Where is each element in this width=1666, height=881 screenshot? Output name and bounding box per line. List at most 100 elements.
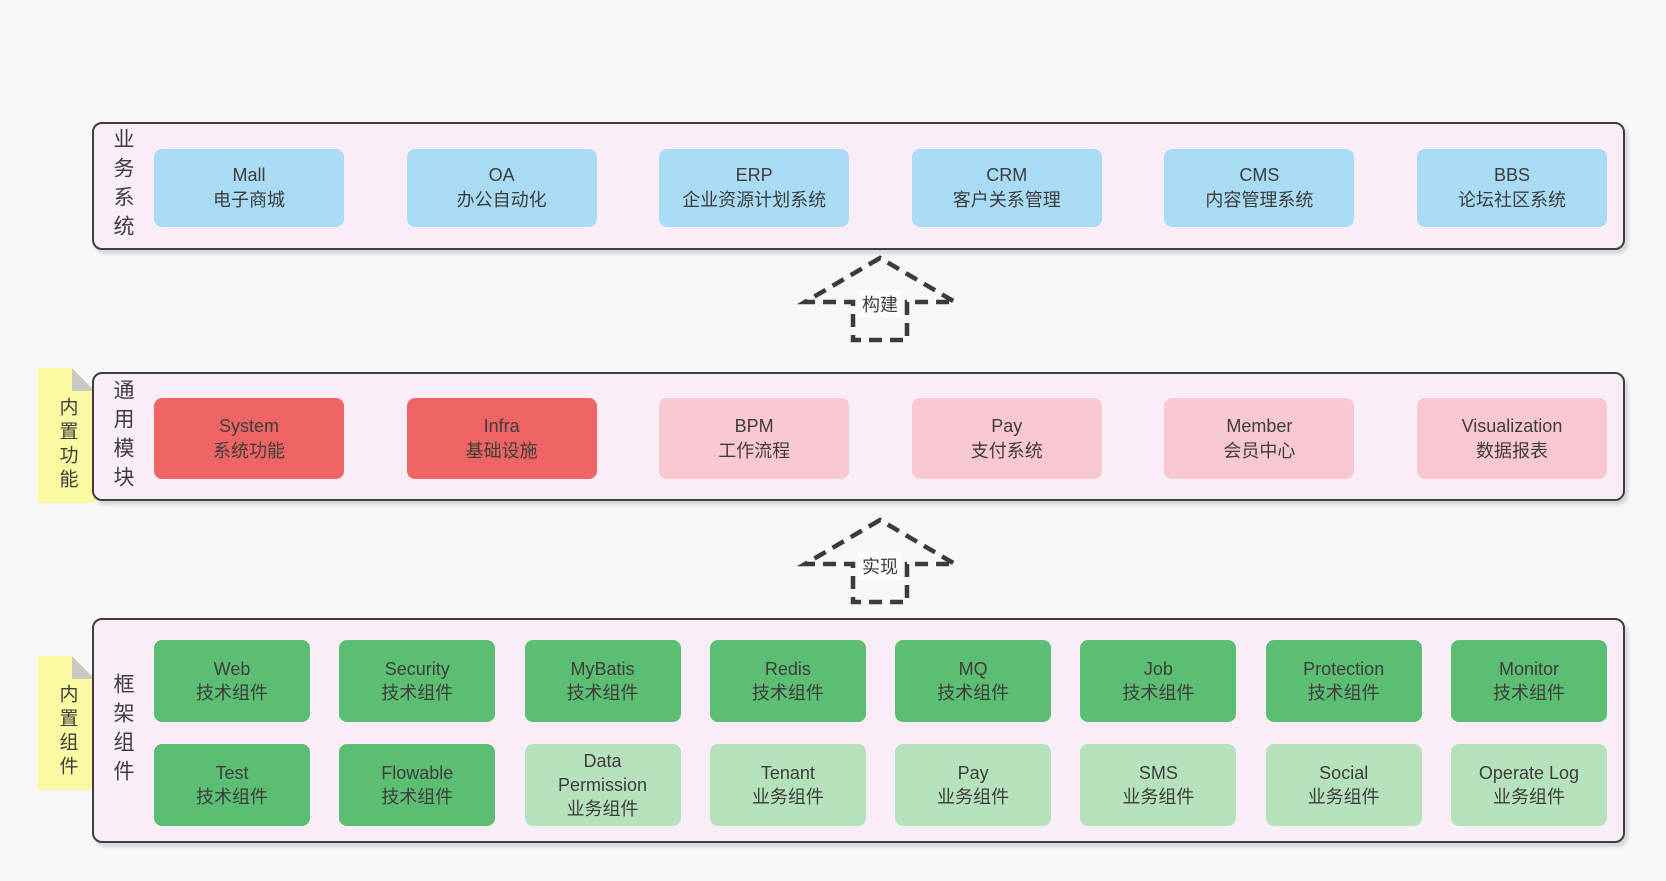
box-name-zh: 业务组件 [1307, 787, 1380, 807]
panel-title: 框架组件 [111, 672, 134, 789]
box-name-zh: 技术组件 [196, 683, 268, 703]
box-name-zh: 企业资源计划系统 [682, 190, 827, 210]
cms-box: CMS 内容管理系统 [1164, 149, 1355, 227]
box-name-en: Mall [232, 165, 266, 185]
box-name-zh: 基础设施 [465, 440, 538, 461]
box-name-en: MQ [958, 659, 988, 679]
box-name-en: Data Permission [558, 751, 648, 795]
sticky-note-label: 内置功能 [56, 396, 78, 493]
bpm-box: BPM 工作流程 [659, 398, 850, 479]
box-name-en: Social [1319, 763, 1369, 783]
box-name-en: BPM [734, 415, 774, 436]
box-name-en: CRM [986, 165, 1028, 185]
panel-title: 业务系统 [111, 128, 134, 244]
box-name-zh: 技术组件 [566, 683, 639, 703]
box-name-en: Protection [1303, 659, 1385, 679]
social-box: Social 业务组件 [1265, 744, 1422, 826]
mq-box: MQ 技术组件 [895, 640, 1052, 722]
box-name-zh: 工作流程 [718, 440, 791, 461]
box-name-zh: 会员中心 [1223, 440, 1296, 461]
box-name-zh: 技术组件 [196, 787, 268, 807]
box-name-zh: 客户关系管理 [952, 190, 1061, 210]
sms-box: SMS 业务组件 [1080, 744, 1237, 826]
box-name-zh: 业务组件 [751, 787, 824, 807]
box-name-en: BBS [1493, 165, 1530, 185]
box-name-en: OA [488, 165, 515, 185]
monitor-box: Monitor 技术组件 [1450, 640, 1607, 722]
box-name-zh: 技术组件 [1307, 683, 1380, 703]
box-name-en: Web [213, 659, 251, 679]
security-box: Security 技术组件 [339, 640, 496, 722]
box-name-zh: 技术组件 [381, 683, 454, 703]
panel-title: 通用模块 [111, 378, 134, 495]
box-name-zh: 技术组件 [937, 683, 1010, 703]
box-name-zh: 技术组件 [751, 683, 824, 703]
bbs-box: BBS 论坛社区系统 [1416, 149, 1607, 227]
member-box: Member 会员中心 [1164, 398, 1355, 479]
box-name-en: Monitor [1498, 659, 1559, 679]
sticky-note-label: 内置组件 [56, 684, 78, 780]
box-name-zh: 技术组件 [1492, 683, 1565, 703]
box-name-en: Job [1143, 659, 1173, 679]
box-name-zh: 办公自动化 [456, 190, 547, 210]
sticky-note-builtin-components: 内置组件 [38, 656, 95, 790]
box-name-zh: 业务组件 [1122, 787, 1195, 807]
box-name-zh: 业务组件 [566, 799, 639, 819]
box-name-en: Tenant [760, 763, 815, 783]
box-name-en: Test [215, 763, 249, 783]
job-box: Job 技术组件 [1080, 640, 1237, 722]
arrow-label: 构建 [858, 290, 902, 318]
box-name-en: Redis [764, 659, 811, 679]
box-name-zh: 支付系统 [970, 440, 1043, 461]
data-permission-box: Data Permission 业务组件 [524, 744, 681, 826]
flowable-box: Flowable 技术组件 [339, 744, 496, 826]
mybatis-box: MyBatis 技术组件 [524, 640, 681, 722]
box-name-zh: 业务组件 [1492, 787, 1565, 807]
sticky-note-builtin-features: 内置功能 [38, 368, 95, 503]
tenant-box: Tenant 业务组件 [709, 744, 866, 826]
box-name-zh: 内容管理系统 [1205, 190, 1314, 210]
infra-box: Infra 基础设施 [406, 398, 597, 479]
box-name-en: SMS [1138, 763, 1178, 783]
box-name-zh: 论坛社区系统 [1457, 190, 1566, 210]
box-name-en: Pay [957, 763, 989, 783]
test-box: Test 技术组件 [154, 744, 310, 826]
box-name-en: Infra [483, 415, 520, 436]
box-name-en: Member [1226, 415, 1293, 436]
visualization-box: Visualization 数据报表 [1416, 398, 1607, 479]
box-name-zh: 技术组件 [1122, 683, 1195, 703]
crm-box: CRM 客户关系管理 [911, 149, 1102, 227]
build-arrow: 构建 [795, 254, 965, 344]
up-block-arrow-icon [796, 517, 964, 605]
box-name-zh: 数据报表 [1475, 440, 1548, 461]
box-name-zh: 技术组件 [381, 787, 454, 807]
oa-box: OA 办公自动化 [406, 149, 597, 227]
box-name-en: Flowable [381, 763, 454, 783]
implement-arrow: 实现 [795, 516, 965, 606]
box-name-en: Operate Log [1478, 763, 1579, 783]
box-name-en: CMS [1239, 165, 1280, 185]
redis-box: Redis 技术组件 [709, 640, 866, 722]
operate-log-box: Operate Log 业务组件 [1450, 744, 1607, 826]
web-box: Web 技术组件 [154, 640, 310, 722]
pay-box: Pay 业务组件 [895, 744, 1052, 826]
arrow-label: 实现 [858, 552, 902, 580]
box-name-zh: 业务组件 [937, 787, 1010, 807]
protection-box: Protection 技术组件 [1265, 640, 1422, 722]
up-block-arrow-icon [796, 255, 964, 343]
box-name-zh: 电子商城 [213, 190, 285, 210]
box-name-en: Visualization [1461, 415, 1563, 436]
box-name-en: Security [384, 659, 450, 679]
box-name-en: MyBatis [570, 659, 635, 679]
box-name-en: System [218, 415, 279, 436]
